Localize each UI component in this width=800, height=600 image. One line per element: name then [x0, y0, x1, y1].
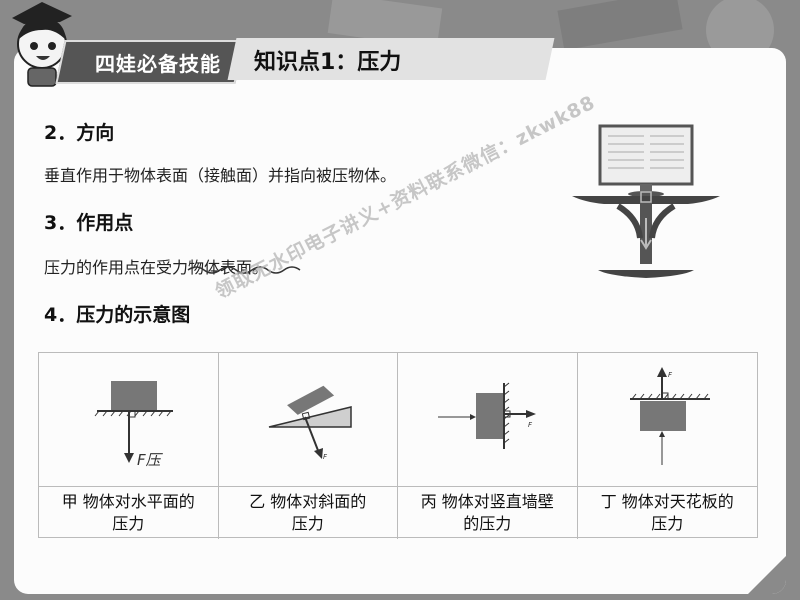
caption-line: 的压力: [463, 514, 512, 533]
section-heading-diagram: 4．压力的示意图: [44, 304, 191, 326]
caption-incline: 乙 物体对斜面的 压力: [218, 486, 398, 539]
caption-line: 压力: [112, 514, 145, 533]
diagram-inclined-surface: F: [268, 385, 352, 461]
section-heading-action-point: 3．作用点: [44, 212, 134, 234]
diagram-cell-horizontal: F压: [39, 353, 219, 486]
diagram-ceiling: F: [629, 367, 710, 465]
diagram-cell-wall: F: [398, 353, 578, 486]
card-folded-corner: [748, 556, 786, 594]
force-label: F: [528, 421, 533, 429]
caption-line: 乙 物体对斜面的: [249, 492, 367, 511]
caption-line: 压力: [651, 514, 684, 533]
caption-line: 丙 物体对竖直墙壁: [420, 492, 554, 511]
underline-squiggle: [187, 266, 301, 274]
caption-line: 压力: [291, 514, 324, 533]
header-badge: 四娃必备技能: [95, 52, 221, 76]
section-text-direction: 垂直作用于物体表面（接触面）并指向被压物体。: [44, 166, 397, 185]
diagram-cell-ceiling: F: [578, 353, 758, 486]
diagram-horizontal-surface: [94, 381, 173, 463]
force-label: F: [323, 453, 328, 461]
caption-horizontal: 甲 物体对水平面的 压力: [39, 486, 219, 539]
caption-wall: 丙 物体对竖直墙壁 的压力: [398, 486, 578, 539]
monitor-on-table-icon: [572, 124, 720, 278]
force-label: F: [668, 371, 673, 379]
pressure-diagram-table: F压 F F: [38, 352, 758, 539]
section-heading-direction: 2．方向: [44, 122, 115, 144]
page-title: 知识点1：压力: [254, 50, 402, 75]
diagram-cell-incline: F: [219, 353, 398, 486]
diagram-vertical-wall: F: [438, 382, 536, 449]
caption-ceiling: 丁 物体对天花板的 压力: [577, 486, 757, 539]
caption-line: 丁 物体对天花板的: [600, 492, 734, 511]
mascot-girl-icon: [12, 2, 72, 87]
force-label: F压: [137, 451, 161, 469]
caption-line: 甲 物体对水平面的: [61, 492, 195, 511]
